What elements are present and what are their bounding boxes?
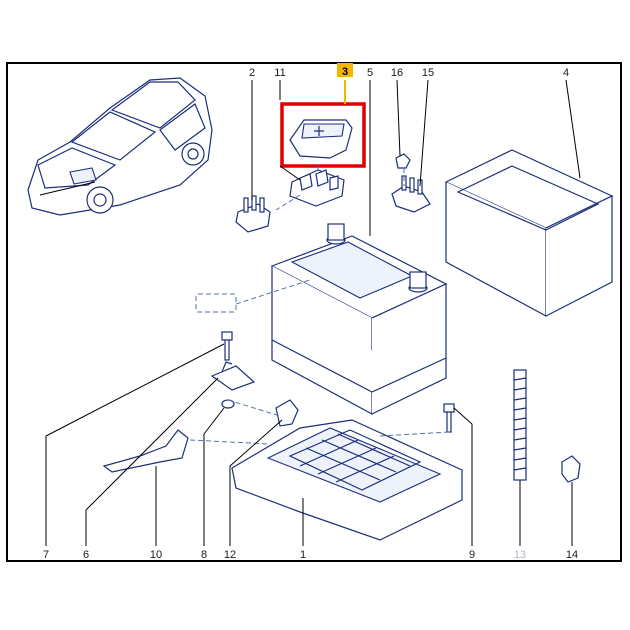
callout-13[interactable]: 13 (514, 549, 526, 561)
callout-9[interactable]: 9 (469, 549, 475, 561)
callout-4[interactable]: 4 (563, 67, 569, 79)
part-16-nut (395, 153, 411, 169)
part-14-clip (561, 455, 581, 483)
part-5-battery (270, 223, 448, 416)
part-15-clamp (391, 175, 431, 213)
part-2-connector (235, 195, 271, 233)
part-9-bolt (443, 403, 455, 433)
part-11-fuse-box (289, 169, 345, 207)
callout-3-tag (337, 63, 353, 77)
highlight-box (280, 102, 366, 168)
callout-14[interactable]: 14 (566, 549, 578, 561)
callout-11[interactable]: 11 (274, 67, 285, 79)
callout-12[interactable]: 12 (224, 549, 236, 561)
callout-2[interactable]: 2 (249, 67, 255, 79)
callout-6[interactable]: 6 (83, 549, 89, 561)
callout-10[interactable]: 10 (150, 549, 162, 561)
part-6-bracket (210, 361, 256, 391)
part-1-tray (231, 419, 463, 541)
part-13-rod (513, 369, 527, 481)
callout-7[interactable]: 7 (43, 549, 49, 561)
car-illustration (27, 77, 213, 216)
part-10-strap (102, 429, 189, 473)
callout-3[interactable]: 3 (342, 66, 348, 78)
part-3-terminal-cover (280, 102, 366, 168)
callouts: 3 2 11 5 16 15 4 7 6 10 8 12 1 9 13 14 (43, 63, 578, 561)
callout-15[interactable]: 15 (422, 67, 434, 79)
dashed-outline (195, 293, 237, 313)
diagram-frame (6, 62, 622, 562)
part-4-battery-cover (444, 149, 614, 318)
leader-lines (45, 79, 581, 546)
callout-5[interactable]: 5 (367, 67, 373, 79)
callout-16[interactable]: 16 (391, 67, 403, 79)
callout-8[interactable]: 8 (201, 549, 207, 561)
part-7-bolt (221, 331, 233, 361)
callout-1[interactable]: 1 (300, 549, 306, 561)
